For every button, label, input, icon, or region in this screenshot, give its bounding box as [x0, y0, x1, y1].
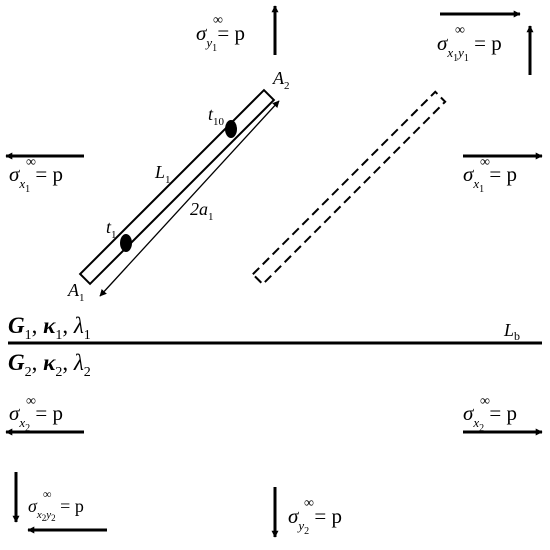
t10-label: t10: [208, 104, 225, 128]
label-right-x2: σx2 = p: [463, 401, 517, 434]
label-right-x1: σx1 = p: [463, 162, 517, 195]
label-bottom-xy2: σx2y2 = p: [28, 496, 84, 523]
inf-right-x2: ∞: [480, 394, 490, 409]
label-left-x1: σx1 = p: [9, 162, 63, 195]
dashed-crack: [251, 90, 447, 286]
crack-line-label: L1: [154, 162, 171, 186]
length-arrow: [99, 100, 280, 297]
inf-left-x2: ∞: [26, 394, 36, 409]
interface-label: Lb: [503, 320, 520, 343]
inf-right-x1: ∞: [480, 155, 490, 170]
label-left-x2: σx2 = p: [9, 401, 63, 434]
material-upper: G1, κ1, λ1: [8, 313, 91, 343]
t1-label: t1: [106, 217, 117, 241]
inf-bottom-y2: ∞: [304, 496, 314, 511]
point-t10: [225, 120, 237, 138]
tip-a1-label: A1: [67, 280, 85, 304]
inf-bottom-xy2: ∞: [43, 487, 52, 501]
material-lower: G2, κ2, λ2: [8, 350, 91, 380]
crack-1: [78, 88, 276, 286]
crack-length-label: 2a1: [190, 199, 214, 223]
inf-top-y1: ∞: [213, 13, 223, 28]
label-top-y1: σy1 = p: [196, 21, 245, 54]
inf-left-x1: ∞: [26, 155, 36, 170]
label-top-xy1: σx1y1 = p: [437, 31, 502, 64]
inf-top-xy1: ∞: [455, 23, 465, 38]
label-bottom-y2: σy2 = p: [288, 504, 342, 537]
point-t1: [120, 234, 132, 252]
tip-a2-label: A2: [272, 68, 290, 92]
